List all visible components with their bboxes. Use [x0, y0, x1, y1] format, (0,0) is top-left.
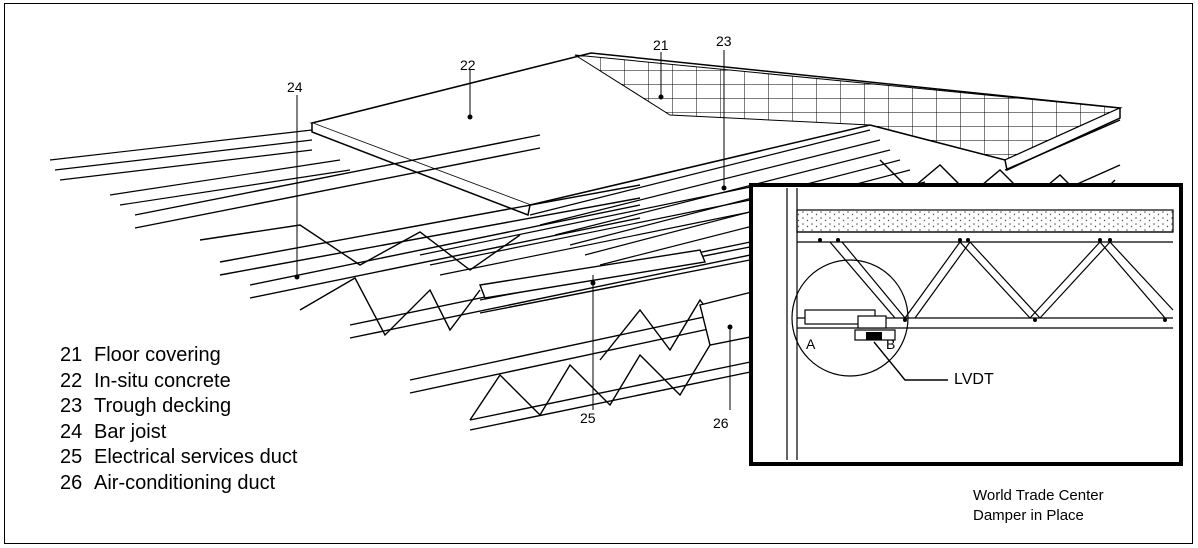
ducts	[479, 249, 761, 346]
legend-number: 26	[60, 471, 83, 494]
legend-number: 21	[60, 344, 83, 366]
legend-label: Electrical services duct	[94, 446, 298, 468]
trough-decking	[49, 129, 926, 276]
callout-24: 24	[287, 79, 303, 95]
legend-item: 22 In-situ concrete	[60, 369, 297, 395]
legend-number: 24	[60, 420, 83, 443]
inset-point-b: B	[886, 336, 896, 352]
legend-label: Air-conditioning duct	[94, 471, 276, 494]
legend-label: In-situ concrete	[94, 369, 231, 392]
legend-number: 22	[60, 369, 83, 392]
legend-item: 26 Air-conditioning duct	[60, 471, 297, 497]
callout-21: 21	[653, 37, 669, 53]
inset-truss-web	[829, 241, 1174, 319]
callout-23: 23	[716, 33, 732, 49]
callout-22: 22	[460, 57, 476, 73]
legend-number: 25	[60, 446, 83, 468]
legend-label: Bar joist	[94, 420, 167, 443]
lvdt-label: LVDT	[954, 371, 994, 388]
leader-dots	[294, 94, 733, 330]
inset-caption-line2: Damper in Place	[973, 507, 1084, 524]
inset-caption-line1: World Trade Center	[973, 487, 1104, 504]
legend: 21 Floor covering 22 In-situ concrete 23 Tr…	[60, 343, 297, 496]
detail-circle	[791, 259, 909, 377]
inset-point-a: A	[806, 336, 816, 352]
legend-item: 25 Electrical services duct	[60, 445, 297, 471]
legend-item: 24 Bar joist	[60, 420, 297, 446]
inset-caption: World Trade Center Damper in Place	[973, 486, 1104, 526]
legend-label: Trough decking	[94, 395, 232, 417]
inset-gusset-nodes	[818, 238, 1167, 322]
callout-26: 26	[713, 415, 729, 431]
legend-item: 23 Trough decking	[60, 394, 297, 420]
damper-inset	[749, 183, 1183, 466]
leader-lines	[296, 50, 731, 410]
legend-number: 23	[60, 395, 83, 417]
legend-label: Floor covering	[94, 344, 221, 366]
legend-item: 21 Floor covering	[60, 343, 297, 369]
lvdt-leader	[873, 341, 948, 381]
callout-25: 25	[580, 410, 596, 426]
lvdt-sensor	[866, 332, 882, 340]
floor-covering-grid	[574, 54, 1122, 161]
